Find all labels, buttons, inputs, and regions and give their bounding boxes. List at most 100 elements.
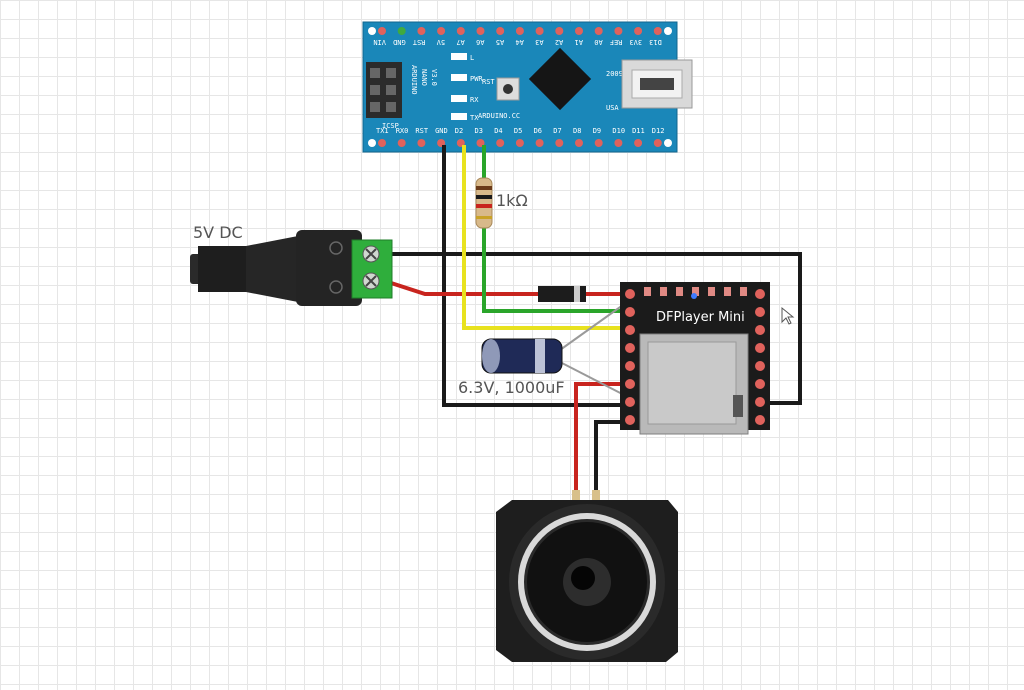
pin-label: A3	[535, 38, 543, 46]
tx-wire[interactable]	[462, 145, 630, 330]
dfplayer-pin[interactable]	[755, 343, 765, 353]
resistor[interactable]	[475, 177, 493, 229]
pin-label: D13	[649, 38, 662, 46]
dfplayer-top-pads	[644, 287, 747, 296]
pin-d12[interactable]	[653, 139, 662, 147]
dfplayer-pin[interactable]	[625, 397, 635, 407]
pin-label: D2	[455, 127, 463, 135]
board-name-line2: NANO	[420, 69, 428, 86]
rx-wire-lower[interactable]	[482, 228, 630, 313]
pin-a4[interactable]	[515, 27, 524, 35]
pin-a7[interactable]	[456, 27, 465, 35]
pin-rst[interactable]	[417, 27, 426, 35]
atmega-chip	[528, 47, 592, 111]
dfplayer-pin[interactable]	[625, 343, 635, 353]
capacitor[interactable]	[481, 338, 563, 374]
pin-d8[interactable]	[575, 139, 583, 147]
pin-d11[interactable]	[634, 139, 643, 147]
pin-label: GND	[393, 38, 406, 46]
dfplayer-pin[interactable]	[625, 379, 635, 389]
icsp-header	[366, 62, 402, 118]
dfplayer-label: DFPlayer Mini	[656, 310, 745, 325]
led-rx	[451, 95, 467, 102]
gnd-wire-arduino[interactable]	[442, 145, 630, 407]
dc-power-jack[interactable]	[190, 230, 362, 306]
dfplayer-pin[interactable]	[755, 325, 765, 335]
reset-label: RST	[482, 78, 495, 86]
country-label: USA	[606, 104, 619, 112]
resistor-label: 1kΩ	[496, 191, 528, 210]
dfplayer-mini-module[interactable]	[620, 282, 770, 435]
pin-5v[interactable]	[437, 27, 446, 35]
speaker[interactable]	[496, 490, 678, 662]
pin-label: D4	[494, 127, 502, 135]
screw-terminal[interactable]	[351, 239, 393, 299]
dfplayer-pin[interactable]	[755, 379, 765, 389]
pin-vin[interactable]	[378, 27, 386, 35]
dfplayer-left-pins	[625, 289, 635, 425]
pin-label: VIN	[373, 38, 386, 46]
led-tx	[451, 113, 467, 120]
dfplayer-pad	[676, 287, 683, 296]
dfplayer-pin[interactable]	[625, 415, 635, 425]
pin-label: A6	[476, 38, 484, 46]
dfplayer-pin[interactable]	[755, 397, 765, 407]
diode[interactable]	[538, 286, 586, 302]
pin-a2[interactable]	[555, 27, 564, 35]
pin-label: D8	[573, 127, 581, 135]
pin-a0[interactable]	[594, 27, 603, 35]
pin-a5[interactable]	[496, 27, 505, 35]
led-l	[451, 53, 467, 60]
pin-a6[interactable]	[476, 27, 485, 35]
dfplayer-pad	[740, 287, 747, 296]
pin-label: D11	[632, 127, 645, 135]
power-wire-supply[interactable]	[387, 280, 540, 296]
pin-rx0[interactable]	[397, 139, 406, 147]
dfplayer-pin[interactable]	[755, 415, 765, 425]
pin-label: RST	[412, 38, 425, 46]
dfplayer-pad	[660, 287, 667, 296]
led-tx-label: TX	[470, 114, 479, 122]
pin-ref[interactable]	[614, 27, 623, 35]
dfplayer-pin[interactable]	[625, 307, 635, 317]
pin-label: D9	[593, 127, 601, 135]
pin-label: RX0	[396, 127, 409, 135]
pin-3v3[interactable]	[634, 27, 643, 35]
dfplayer-pin[interactable]	[755, 361, 765, 371]
pin-a1[interactable]	[575, 27, 583, 35]
dfplayer-pin[interactable]	[625, 289, 635, 299]
board-name-line3: V3.0	[430, 69, 438, 86]
pin-a3[interactable]	[535, 27, 544, 35]
gnd-wire-supply[interactable]	[388, 252, 802, 405]
pin-label: A2	[555, 38, 563, 46]
pin-d13[interactable]	[653, 27, 662, 35]
capacitor-label: 6.3V, 1000uF	[458, 378, 565, 397]
dfplayer-pin[interactable]	[625, 361, 635, 371]
led-pwr-label: PWR	[470, 75, 483, 83]
pin-label: D10	[612, 127, 625, 135]
pin-d7[interactable]	[555, 139, 564, 147]
pin-d5[interactable]	[515, 139, 524, 147]
dfplayer-pad	[708, 287, 715, 296]
speaker-wire-positive[interactable]	[574, 382, 630, 495]
dfplayer-pin[interactable]	[755, 289, 765, 299]
pin-label: D6	[534, 127, 542, 135]
dfplayer-pin[interactable]	[625, 325, 635, 335]
dfplayer-pin[interactable]	[755, 307, 765, 317]
sd-card-slot	[639, 333, 749, 435]
pin-gnd[interactable]	[397, 27, 406, 35]
dfplayer-right-pins	[755, 289, 765, 425]
year-label: 2009	[606, 70, 623, 78]
speaker-wire-negative[interactable]	[594, 420, 630, 495]
pin-tx1[interactable]	[378, 139, 386, 147]
pin-d4[interactable]	[496, 139, 505, 147]
reset-button[interactable]	[496, 77, 520, 101]
pin-rst[interactable]	[417, 139, 426, 147]
pin-d10[interactable]	[614, 139, 623, 147]
pin-d9[interactable]	[594, 139, 603, 147]
pin-label: D12	[652, 127, 665, 135]
pin-label: D3	[475, 127, 483, 135]
pin-d6[interactable]	[535, 139, 544, 147]
